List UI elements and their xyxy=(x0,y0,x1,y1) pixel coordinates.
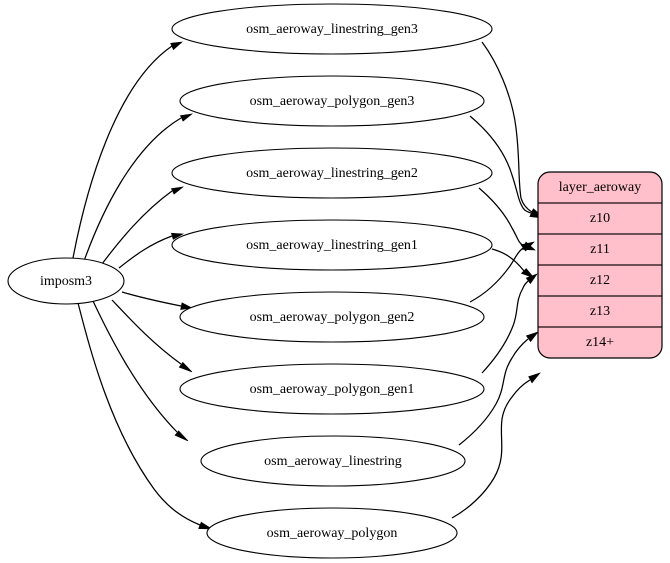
edge-imposm3-to-polygon-gen1 xyxy=(111,299,193,373)
edge-polygon-gen2-to-z11 xyxy=(469,241,535,303)
edge-polygon-to-z14-plus xyxy=(451,372,541,519)
table-row-z13[interactable]: z13 xyxy=(590,304,610,319)
imposm3-ellipse[interactable] xyxy=(7,257,125,305)
node-osm-aeroway-polygon-gen3[interactable]: osm_aeroway_polygon_gen3 xyxy=(179,75,485,127)
osm-aeroway-linestring-gen1-ellipse[interactable] xyxy=(171,219,493,271)
node-osm-aeroway-polygon-gen1[interactable]: osm_aeroway_polygon_gen1 xyxy=(179,363,485,415)
osm-aeroway-polygon-gen3-ellipse[interactable] xyxy=(179,75,485,127)
osm-aeroway-polygon-gen3-label: osm_aeroway_polygon_gen3 xyxy=(250,94,415,109)
osm-aeroway-linestring-label: osm_aeroway_linestring xyxy=(264,454,402,469)
node-osm-aeroway-linestring-gen2[interactable]: osm_aeroway_linestring_gen2 xyxy=(171,147,493,199)
edge-linestring-gen1-to-z12 xyxy=(491,248,535,279)
edges-to-table xyxy=(451,41,544,519)
edges-from-source xyxy=(72,41,214,530)
table-row-z10[interactable]: z10 xyxy=(590,211,610,226)
edge-imposm3-to-polygon-gen3 xyxy=(83,113,194,262)
osm-aeroway-linestring-gen2-ellipse[interactable] xyxy=(171,147,493,199)
edge-linestring-gen3-to-z10 xyxy=(481,41,544,218)
edge-imposm3-to-linestring-gen3 xyxy=(72,41,183,259)
table-row-z14-plus[interactable]: z14+ xyxy=(586,335,614,350)
node-osm-aeroway-linestring-gen1[interactable]: osm_aeroway_linestring_gen1 xyxy=(171,219,493,271)
node-osm-aeroway-polygon[interactable]: osm_aeroway_polygon xyxy=(206,507,458,559)
osm-aeroway-polygon-label: osm_aeroway_polygon xyxy=(267,526,398,541)
edge-imposm3-to-linestring xyxy=(92,300,189,442)
edge-polygon-gen1-to-z12 xyxy=(481,273,538,374)
table-border xyxy=(537,171,663,359)
osm-aeroway-polygon-gen1-label: osm_aeroway_polygon_gen1 xyxy=(250,382,415,397)
imposm3-label: imposm3 xyxy=(40,274,92,289)
edge-linestring-to-z13 xyxy=(458,331,539,446)
edge-imposm3-to-linestring-gen2 xyxy=(101,186,185,265)
osm-aeroway-polygon-gen2-label: osm_aeroway_polygon_gen2 xyxy=(250,310,415,325)
osm-aeroway-linestring-gen3-label: osm_aeroway_linestring_gen3 xyxy=(246,22,418,37)
node-layer-aeroway-table[interactable]: layer_aeroway z10 z11 z12 z13 z14+ xyxy=(537,171,663,359)
node-osm-aeroway-linestring[interactable]: osm_aeroway_linestring xyxy=(200,435,466,487)
edge-imposm3-to-polygon xyxy=(77,302,214,530)
osm-aeroway-linestring-gen1-label: osm_aeroway_linestring_gen1 xyxy=(246,238,418,253)
osm-aeroway-linestring-gen2-label: osm_aeroway_linestring_gen2 xyxy=(246,166,418,181)
osm-aeroway-linestring-gen3-ellipse[interactable] xyxy=(171,3,493,55)
edge-imposm3-to-linestring-gen1 xyxy=(118,232,185,269)
osm-aeroway-polygon-gen1-ellipse[interactable] xyxy=(179,363,485,415)
node-osm-aeroway-polygon-gen2[interactable]: osm_aeroway_polygon_gen2 xyxy=(179,291,485,343)
table-row-z12[interactable]: z12 xyxy=(590,273,610,288)
table-header-label: layer_aeroway xyxy=(559,180,641,195)
osm-aeroway-linestring-ellipse[interactable] xyxy=(200,435,466,487)
edge-imposm3-to-polygon-gen2 xyxy=(121,291,193,310)
table-row-z11[interactable]: z11 xyxy=(590,242,610,257)
osm-aeroway-polygon-gen2-ellipse[interactable] xyxy=(179,291,485,343)
node-imposm3[interactable]: imposm3 xyxy=(7,257,125,305)
node-osm-aeroway-linestring-gen3[interactable]: osm_aeroway_linestring_gen3 xyxy=(171,3,493,55)
osm-aeroway-polygon-ellipse[interactable] xyxy=(206,507,458,559)
